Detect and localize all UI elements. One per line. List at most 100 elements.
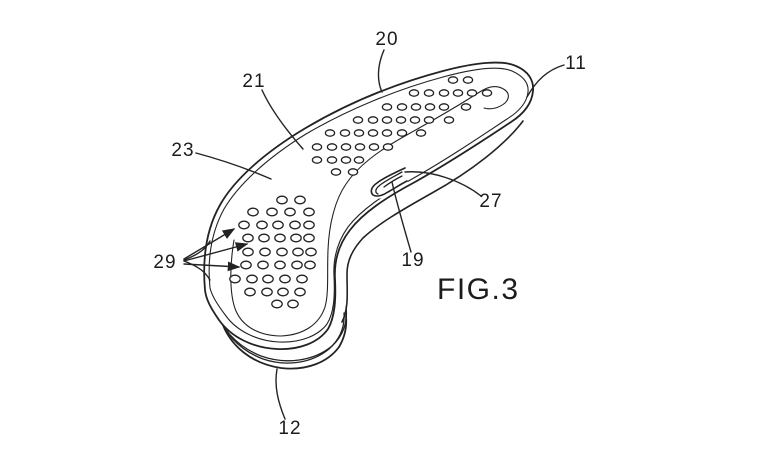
perforation-hole (340, 156, 352, 164)
perforation-hole (238, 220, 250, 230)
perforation-hole (367, 116, 379, 124)
perforation-hole (460, 103, 472, 111)
ref-29-brace-lower (183, 260, 211, 281)
perforation-hole (408, 89, 420, 97)
leader-line-11 (526, 64, 565, 98)
perforation-hole (347, 168, 359, 176)
perforation-hole (462, 76, 474, 84)
perforation-hole (340, 143, 352, 151)
perforation-hole (424, 103, 436, 111)
ref-label-12: 12 (278, 418, 301, 439)
leader-line-23 (195, 152, 272, 180)
perforation-hole (447, 76, 459, 84)
perforation-hole (353, 156, 365, 164)
perforation-hole (396, 103, 408, 111)
perforation-hole (246, 274, 258, 284)
perforation-hole (382, 143, 394, 151)
perforation-hole (381, 116, 393, 124)
perforation-hole (452, 89, 464, 97)
perforation-hole (247, 207, 259, 217)
perforation-hole (290, 233, 302, 243)
perforation-hole (261, 287, 273, 297)
perforation-hole (326, 156, 338, 164)
perforation-hole (266, 207, 278, 217)
perforation-hole (410, 103, 422, 111)
perforation-hole (279, 274, 291, 284)
recess-contour-line (230, 85, 506, 337)
perforation-hole (330, 168, 342, 176)
rim-inner-line (208, 67, 529, 343)
ref-29-brace-upper (183, 240, 211, 261)
perforation-hole (294, 195, 306, 205)
perforation-hole (274, 233, 286, 243)
perforation-hole (276, 247, 288, 257)
perforation-hole (311, 143, 323, 151)
perforation-hole (326, 143, 338, 151)
sidewall-lower-edge (341, 120, 524, 323)
perforation-hole (353, 129, 365, 137)
ref-label-11: 11 (565, 53, 587, 74)
perforation-hole (381, 129, 393, 137)
perforation-hole (291, 260, 303, 270)
perforation-hole (276, 195, 288, 205)
perforation-hole (272, 220, 284, 230)
perforation-hole (352, 116, 364, 124)
perforation-hole (242, 233, 254, 243)
valve-tab-layer-line-1 (375, 171, 403, 195)
heel-seam-line-lower (216, 309, 345, 364)
perforation-hole (256, 220, 268, 230)
ref-label-29: 29 (153, 252, 176, 273)
perforation-hole (304, 260, 316, 270)
perforation-hole (443, 116, 455, 124)
perforation-hole (438, 103, 450, 111)
perforation-hole (258, 233, 270, 243)
perforation-hole (438, 89, 450, 97)
leader-line-27 (404, 171, 482, 197)
heel-base-outline (220, 315, 348, 370)
perforation-hole (274, 260, 286, 270)
perforation-hole (284, 207, 296, 217)
perforation-hole (481, 89, 493, 97)
perforation-hole (259, 247, 271, 257)
ref-label-23: 23 (171, 140, 194, 161)
leader-line-12 (275, 368, 286, 420)
ref-29-arrow-2 (183, 242, 249, 262)
ref-label-21: 21 (242, 71, 265, 92)
perforation-hole (305, 247, 317, 257)
perforation-holes-toe (311, 76, 493, 176)
figure-caption: FIG.3 (437, 273, 520, 306)
perforation-hole (262, 274, 274, 284)
perforation-hole (409, 116, 421, 124)
perforation-hole (311, 156, 323, 164)
perforation-hole (339, 129, 351, 137)
ref-label-27: 27 (479, 191, 502, 212)
perforation-hole (292, 247, 304, 257)
leader-line-20 (377, 49, 385, 93)
perforation-hole (368, 143, 380, 151)
ref-label-20: 20 (375, 29, 398, 50)
perforation-hole (303, 207, 315, 217)
perforation-hole (277, 287, 289, 297)
perforation-hole (354, 143, 366, 151)
perforation-hole (257, 260, 269, 270)
toe-recess-hook (483, 89, 509, 110)
perforation-hole (423, 116, 435, 124)
ref-29-arrow-3 (183, 261, 241, 272)
perforation-hole (271, 299, 283, 309)
perforation-hole (324, 129, 336, 137)
perforation-hole (242, 247, 254, 257)
perforation-hole (294, 287, 306, 297)
perforation-hole (381, 103, 393, 111)
perforation-hole (287, 299, 299, 309)
perforation-hole (396, 129, 408, 137)
ref-label-19: 19 (401, 250, 424, 271)
ref-29-arrow-1 (183, 228, 236, 260)
leader-line-19 (391, 181, 412, 253)
perforation-hole (466, 89, 478, 97)
perforation-hole (395, 116, 407, 124)
perforation-hole (367, 129, 379, 137)
perforation-hole (289, 220, 301, 230)
perforation-hole (240, 260, 252, 270)
